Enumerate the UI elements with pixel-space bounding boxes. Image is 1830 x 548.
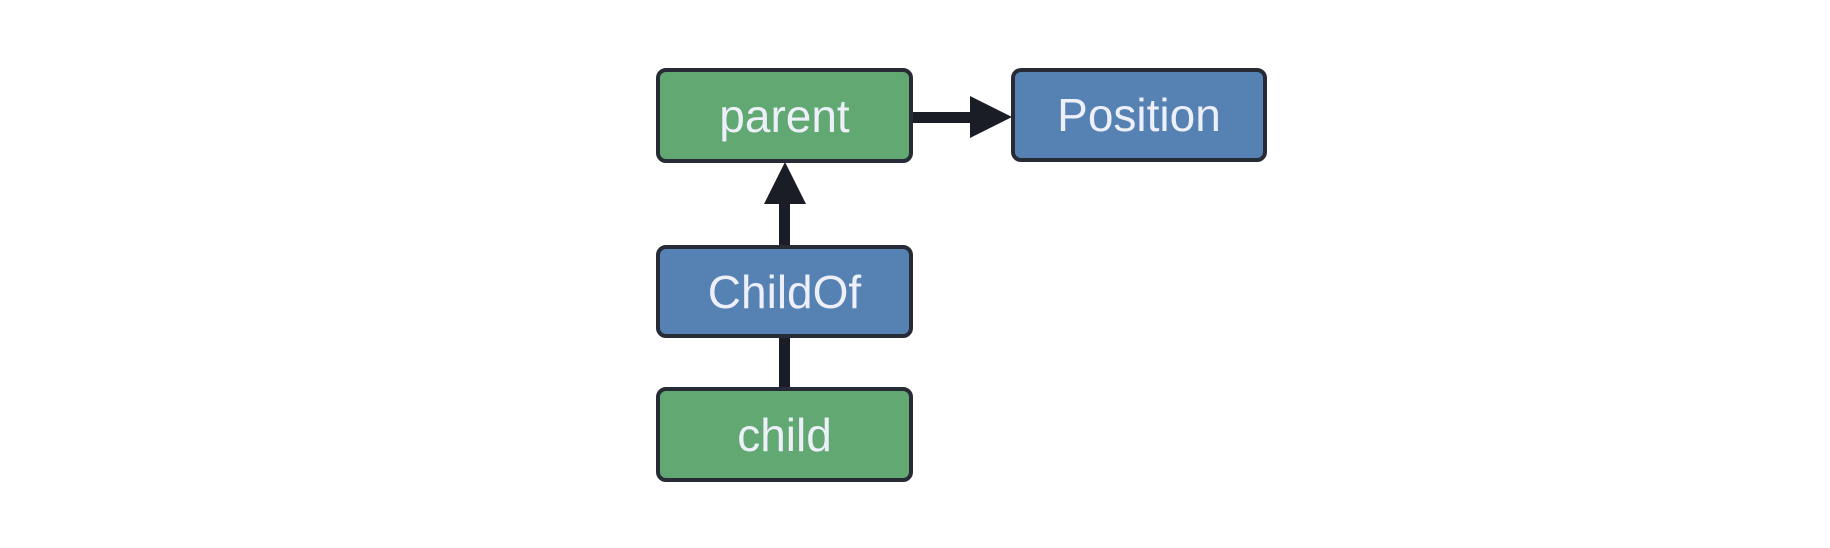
node-parent-label: parent <box>719 89 850 142</box>
edge-child-to-childof-line <box>779 334 790 390</box>
edge-childof-to-parent-arrowhead-icon <box>764 162 806 204</box>
node-position: Position <box>1011 68 1267 162</box>
edge-childof-to-parent-line <box>779 202 790 248</box>
node-child: child <box>656 387 913 482</box>
node-childof-label: ChildOf <box>707 265 862 318</box>
node-childof: ChildOf <box>656 245 913 338</box>
node-parent: parent <box>656 68 913 163</box>
node-child-label: child <box>737 408 832 461</box>
edge-parent-to-position-arrowhead-icon <box>970 96 1012 138</box>
edge-parent-to-position-line <box>911 112 973 123</box>
node-position-label: Position <box>1057 89 1221 141</box>
